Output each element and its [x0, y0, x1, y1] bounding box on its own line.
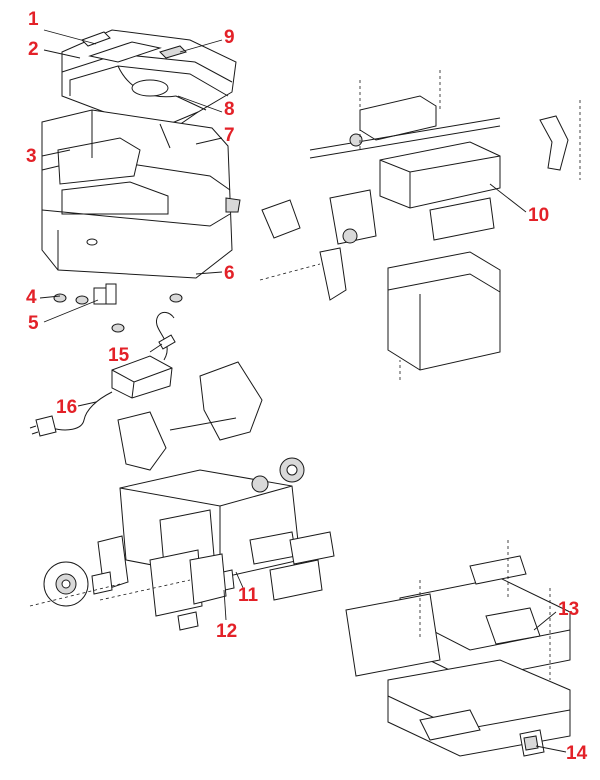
side-gear-assembly [29, 535, 227, 617]
control-board [345, 540, 571, 757]
callout-13: 13 [558, 599, 580, 620]
callout-15: 15 [108, 345, 130, 366]
callout-16: 16 [56, 397, 78, 418]
callout-6: 6 [224, 263, 235, 284]
printer-frame [117, 361, 335, 631]
callout-4: 4 [26, 287, 37, 308]
callout-7: 7 [224, 125, 235, 146]
callout-11: 11 [238, 585, 259, 606]
power-adapter [111, 311, 176, 399]
main-housing [41, 109, 241, 279]
feet-and-clips [53, 283, 183, 333]
callout-3: 3 [26, 146, 37, 167]
print-mechanism [259, 70, 581, 380]
callout-leaders [39, 29, 567, 753]
callout-1: 1 [28, 9, 39, 30]
callout-5: 5 [28, 313, 39, 334]
callout-8: 8 [224, 99, 235, 120]
callout-10: 10 [528, 205, 550, 226]
power-cord [29, 391, 113, 437]
callout-12: 12 [216, 621, 238, 642]
callout-14: 14 [566, 743, 588, 764]
callout-9: 9 [224, 27, 235, 48]
callout-2: 2 [28, 39, 39, 60]
